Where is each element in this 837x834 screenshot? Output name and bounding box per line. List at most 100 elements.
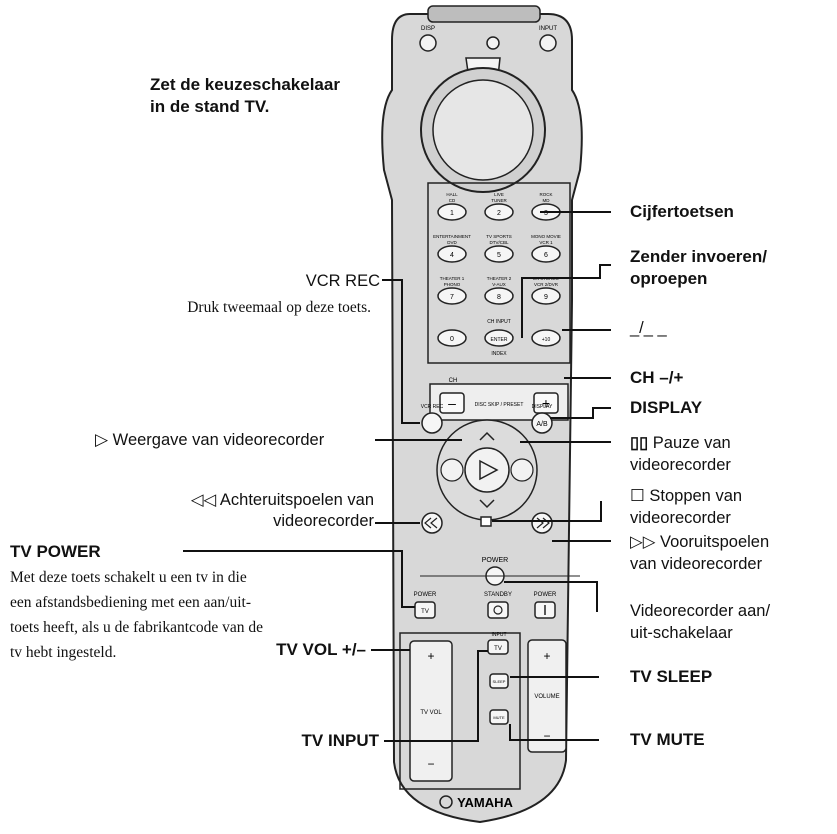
tv-power-key-label: POWER (414, 592, 437, 598)
brand-logo: YAMAHA (457, 795, 513, 810)
play-callout-text: Weergave van videorecorder (112, 431, 325, 449)
dash-callout: _/_ _ (630, 319, 667, 337)
numpad-bottom-key-label-1: 0 (450, 336, 454, 343)
tv-vol-minus: − (427, 757, 434, 771)
index-label: INDEX (491, 351, 507, 357)
numpad-header-8: V-AUX (492, 282, 506, 287)
numpad-header-1: CD (449, 198, 456, 203)
leader-vcr-power (504, 581, 598, 612)
leader-zender (521, 264, 611, 338)
numpad-key-9[interactable] (531, 287, 561, 305)
vcr-rec-key-label: VCR REC (421, 404, 444, 410)
numpad: HALLCD1LIVETUNER2ROCKMDCD-R3ENTERTAINMEN… (433, 192, 561, 357)
play-button (464, 447, 510, 493)
tv-input-callout: TV INPUT (301, 731, 379, 750)
numpad-header-5: TV SPORTS (486, 234, 511, 239)
numpad-header-1: HALL (446, 192, 458, 197)
ch-plus-key (533, 392, 559, 414)
vcr-power-key-label: POWER (482, 557, 508, 564)
rewind-callout-line-1: Achteruitspoelen van (219, 491, 374, 509)
numpad-header-9: VCR 2/DVR (534, 282, 559, 287)
numpad-header-8: THEATER 2 (487, 276, 512, 281)
ffwd-callout-line-2: van videorecorder (630, 555, 763, 573)
tv-mute-key-glyph: MUTE (493, 715, 505, 720)
pause-callout: ▯▯ Pauze van videorecorder (630, 432, 731, 476)
tv-vol-key-label: TV VOL (420, 710, 442, 716)
display-button (531, 412, 553, 434)
numpad-key-label-4: 4 (450, 252, 454, 259)
ffwd-icon-text: ▷▷ (630, 533, 656, 551)
numpad-header-2: LIVE (494, 192, 504, 197)
tv-input-button (487, 639, 509, 655)
tv-sleep-key-glyph: SLEEP (493, 679, 506, 684)
leader-stop (492, 501, 602, 522)
zender-callout-line-1: Zender invoeren/ (630, 247, 767, 266)
numpad-bottom-key-label-2: ENTER (491, 337, 508, 343)
tv-vol-callout: TV VOL +/– (276, 640, 366, 659)
play-icon-text: ▷ (95, 430, 109, 449)
numpad-header-7: THEATER 1 (440, 276, 465, 281)
numpad-key-label-8: 8 (497, 294, 501, 301)
display-key-glyph: A/B (536, 421, 548, 428)
numpad-key-1[interactable] (437, 203, 467, 221)
ffwd-callout-line-1: Vooruitspoelen (659, 533, 770, 551)
display-callout: DISPLAY (630, 398, 703, 417)
ffwd-callout: ▷▷ Vooruitspoelen van videorecorder (630, 531, 769, 575)
input-button (539, 34, 557, 52)
input-top-label: INPUT (539, 26, 557, 32)
cijfertoetsen-callout: Cijfertoetsen (630, 202, 734, 221)
jog-dial (432, 79, 534, 181)
selector-note-line-1: Zet de keuzeschakelaar (150, 75, 340, 94)
disp-label: DISP (421, 26, 435, 32)
standby-icon (493, 605, 503, 615)
numpad-header-4: ENTERTAINMENT (433, 234, 471, 239)
numpad-key-2[interactable] (484, 203, 514, 221)
tv-power-button (414, 601, 436, 619)
ch-bar-title: CH (449, 378, 458, 384)
numpad-key-4[interactable] (437, 245, 467, 263)
ch-plus-glyph: + (542, 395, 550, 411)
numpad-bottom-key-3[interactable] (531, 329, 561, 347)
volume-minus: − (543, 729, 550, 743)
standby-button (487, 601, 509, 619)
selector-note-line-2: in de stand TV. (150, 97, 270, 116)
tv-power-desc-line-4: tv hebt ingesteld. (10, 644, 117, 661)
vcr-power-callout-line-2: uit-schakelaar (630, 624, 733, 642)
yamaha-logo-icon (439, 795, 453, 809)
numpad-bottom-key-2[interactable] (484, 329, 514, 347)
left-transport-button (440, 458, 464, 482)
numpad-key-label-3: 3 (544, 210, 548, 217)
tv-power-desc-line-3: toets heeft, als u de fabrikantcode van … (10, 619, 264, 636)
numpad-header-6: MONO MOVIE (531, 234, 561, 239)
tv-sleep-button (489, 673, 509, 689)
numpad-key-label-6: 6 (544, 252, 548, 259)
numpad-key-label-2: 2 (497, 210, 501, 217)
vcr-rec-desc: Druk tweemaal op deze toets. (187, 299, 371, 316)
zender-callout-line-2: oproepen (630, 269, 708, 288)
tv-mute-button (489, 709, 509, 725)
numpad-bottom-key-1[interactable] (437, 329, 467, 347)
numpad-header-3: MD (543, 198, 551, 203)
down-arrow-icon (479, 499, 495, 509)
stop-callout-line-2: videorecorder (630, 509, 731, 527)
ch-minus-key (439, 392, 465, 414)
numpad-key-label-7: 7 (450, 294, 454, 301)
standby-key-label: STANDBY (484, 592, 512, 598)
vcr-power-callout-line-1: Videorecorder aan/ (630, 602, 771, 620)
tv-power-desc-line-2: een afstandsbediening met een aan/uit- (10, 594, 252, 611)
tv-vol-plus: + (427, 649, 434, 663)
numpad-key-6[interactable] (531, 245, 561, 263)
tv-power-desc-line-1: Met deze toets schakelt u een tv in die (10, 569, 247, 586)
numpad-header-7: PHONO (444, 282, 461, 287)
tv-input-key-glyph: TV (494, 646, 502, 652)
numpad-key-5[interactable] (484, 245, 514, 263)
numpad-key-7[interactable] (437, 287, 467, 305)
disp-button (419, 34, 437, 52)
pause-icon-text: ▯▯ (630, 434, 649, 452)
display-key-label: DISPLAY (532, 404, 553, 410)
top-cap (427, 5, 541, 23)
numpad-key-8[interactable] (484, 287, 514, 305)
tv-power-key-glyph: TV (421, 609, 429, 615)
